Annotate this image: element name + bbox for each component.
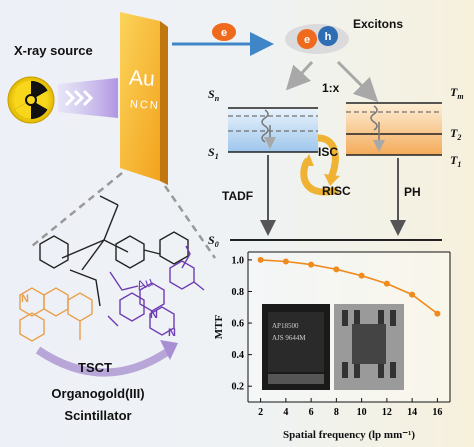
sn-label: Sn (208, 87, 220, 103)
exciton-electron-label: e (304, 34, 310, 46)
mtf-data-point (257, 256, 264, 263)
gold-atom-label: Au (135, 274, 155, 294)
zoom-line-left (31, 172, 123, 247)
mtf-y-tick-label: 0.4 (232, 350, 245, 361)
acceptor-n1-label: N (150, 309, 158, 321)
excitons-label: Excitons (353, 17, 403, 31)
organogold-molecule-icon (19, 195, 205, 342)
caption-line2: Scintillator (64, 408, 131, 423)
scintillator-plate: Au NCN (120, 12, 168, 185)
risc-label: RISC (322, 184, 351, 198)
mtf-y-tick-label: 0.2 (232, 382, 245, 393)
mtf-x-tick-label: 12 (382, 407, 392, 418)
singlet-manifold (228, 107, 318, 153)
donor-n-label: N (21, 293, 29, 305)
mtf-data-point (358, 272, 365, 279)
mtf-x-tick-label: 10 (357, 407, 367, 418)
exciton-pair (285, 24, 349, 54)
to-triplet-arrow (336, 60, 379, 103)
tsct-label: TSCT (78, 360, 112, 375)
scintillator-ncn-text: NCN (130, 98, 160, 112)
exciton-hole-label: h (325, 31, 332, 43)
free-electron-label: e (221, 27, 227, 39)
ph-label: PH (404, 185, 421, 199)
chip-text-line2: AJS 9644M (272, 334, 306, 342)
t1-label: T1 (450, 153, 461, 169)
chip-xray-inset (334, 304, 404, 390)
mtf-data-point (333, 266, 340, 273)
caption-line1: Organogold(III) (51, 386, 144, 401)
mtf-x-tick-label: 14 (407, 407, 417, 418)
tadf-label: TADF (222, 189, 253, 203)
s0-label: S0 (208, 233, 219, 249)
isc-arrow (317, 134, 339, 182)
mtf-x-tick-label: 2 (258, 407, 263, 418)
mtf-data-point (434, 310, 441, 317)
chip-text-line1: AP18500 (272, 322, 299, 330)
xray-beam (58, 78, 118, 118)
to-singlet-arrow (285, 60, 314, 91)
isc-label: ISC (318, 145, 338, 159)
mtf-data-point (282, 258, 289, 265)
radiation-icon (7, 76, 55, 124)
mtf-x-tick-label: 4 (283, 407, 288, 418)
mtf-y-tick-label: 1.0 (232, 255, 245, 266)
mtf-y-axis-label: MTF (213, 315, 225, 340)
tsct-arrow (35, 346, 173, 377)
mtf-chart: 2 4 6 8 10 12 14 16 0.2 0.4 0.6 0.8 1.0 AP18500 AJS … (213, 251, 451, 441)
mtf-data-point (308, 261, 315, 268)
mtf-y-tick-label: 0.8 (232, 287, 245, 298)
mtf-x-tick-label: 6 (309, 407, 314, 418)
beam-chevrons-icon (64, 89, 94, 107)
mtf-x-axis-label: Spatial frequency (lp mm⁻¹) (283, 429, 415, 441)
scintillator-au-text: Au (128, 66, 155, 90)
tm-label: Tm (450, 85, 464, 101)
triplet-manifold (346, 102, 442, 156)
free-electron-icon (212, 23, 236, 41)
t2-label: T2 (450, 126, 461, 142)
mtf-y-tick-label: 0.6 (232, 319, 245, 330)
acceptor-n2-label: N (168, 327, 176, 339)
mtf-data-point (383, 280, 390, 287)
mtf-x-tick-label: 16 (432, 407, 442, 418)
zoom-line-right (163, 185, 217, 259)
mtf-data-point (409, 291, 416, 298)
branching-ratio: 1:x (322, 81, 340, 95)
mtf-x-tick-label: 8 (334, 407, 339, 418)
mtf-series-line (260, 259, 438, 315)
xray-source-label: X-ray source (14, 43, 93, 58)
chip-photo-inset: AP18500 AJS 9644M (262, 304, 330, 390)
s1-label: S1 (208, 145, 219, 161)
